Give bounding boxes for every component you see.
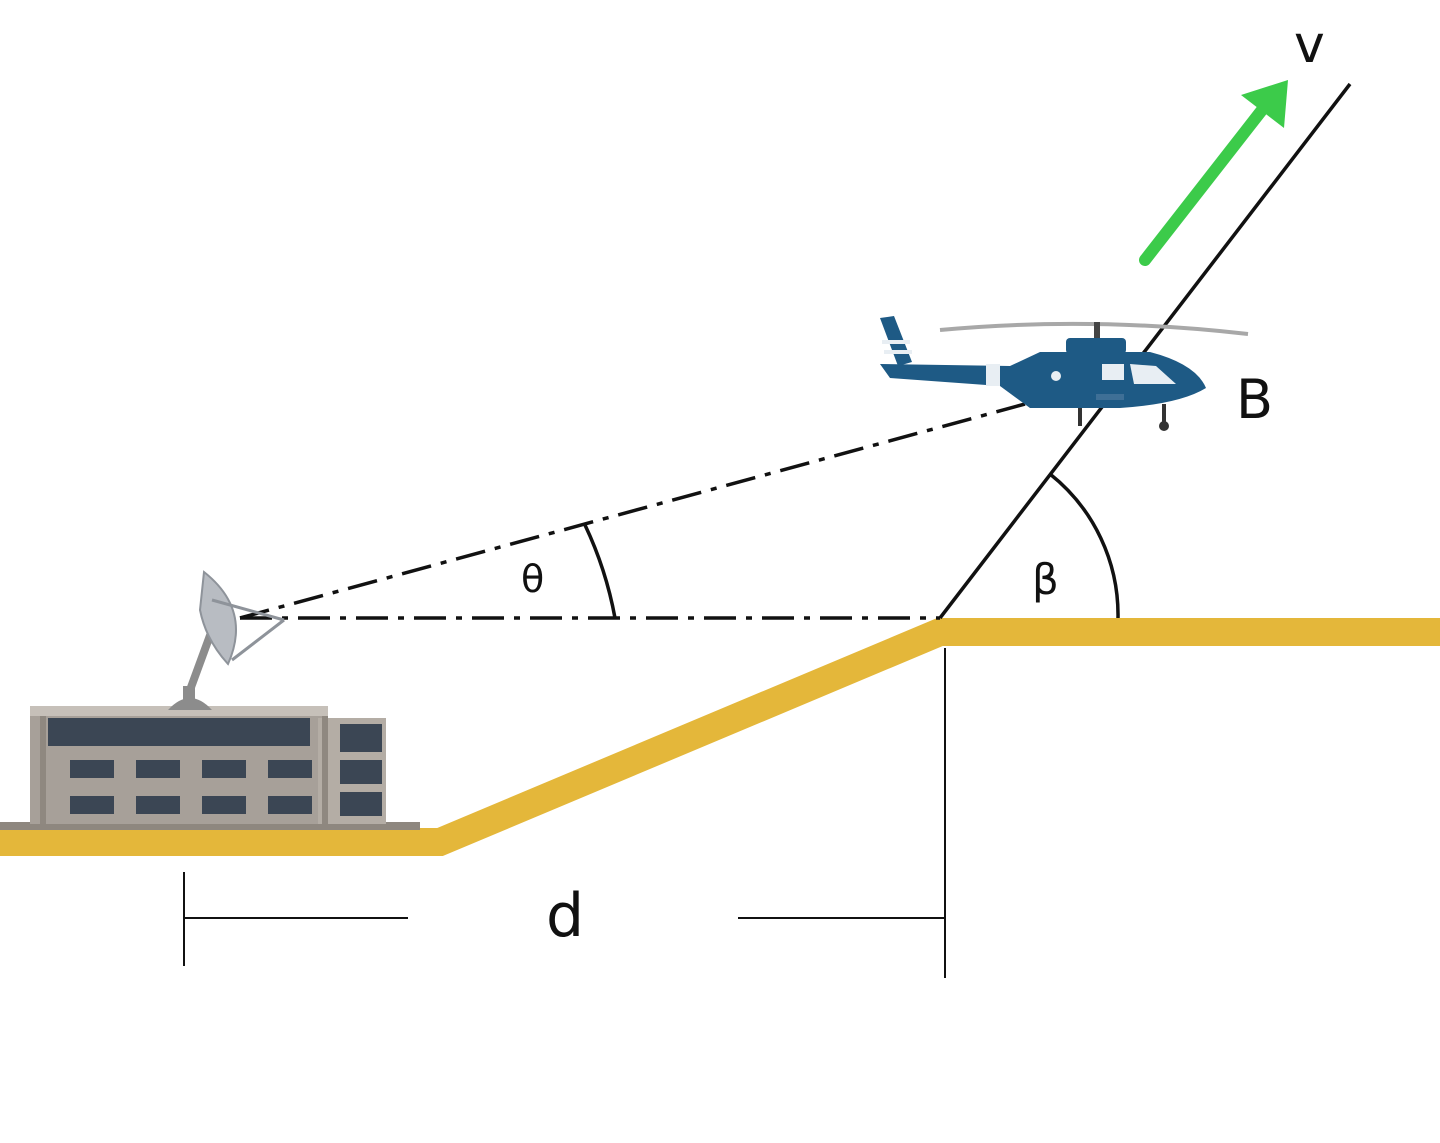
flight-path-line xyxy=(938,82,1352,620)
satellite-dish-icon xyxy=(168,570,285,710)
velocity-arrow xyxy=(1139,80,1288,266)
theta-label: θ xyxy=(521,557,544,601)
helicopter-icon xyxy=(880,316,1249,431)
ground-profile xyxy=(0,618,1440,856)
building-icon xyxy=(0,706,420,830)
beta-arc xyxy=(1048,472,1120,619)
distance-label: d xyxy=(546,881,584,951)
point-b-label: B xyxy=(1236,368,1273,431)
distance-dimension xyxy=(183,648,946,978)
velocity-label: v xyxy=(1294,15,1325,75)
beta-label: β xyxy=(1032,555,1059,604)
line-of-sight xyxy=(239,402,1026,620)
theta-arc xyxy=(583,524,617,619)
